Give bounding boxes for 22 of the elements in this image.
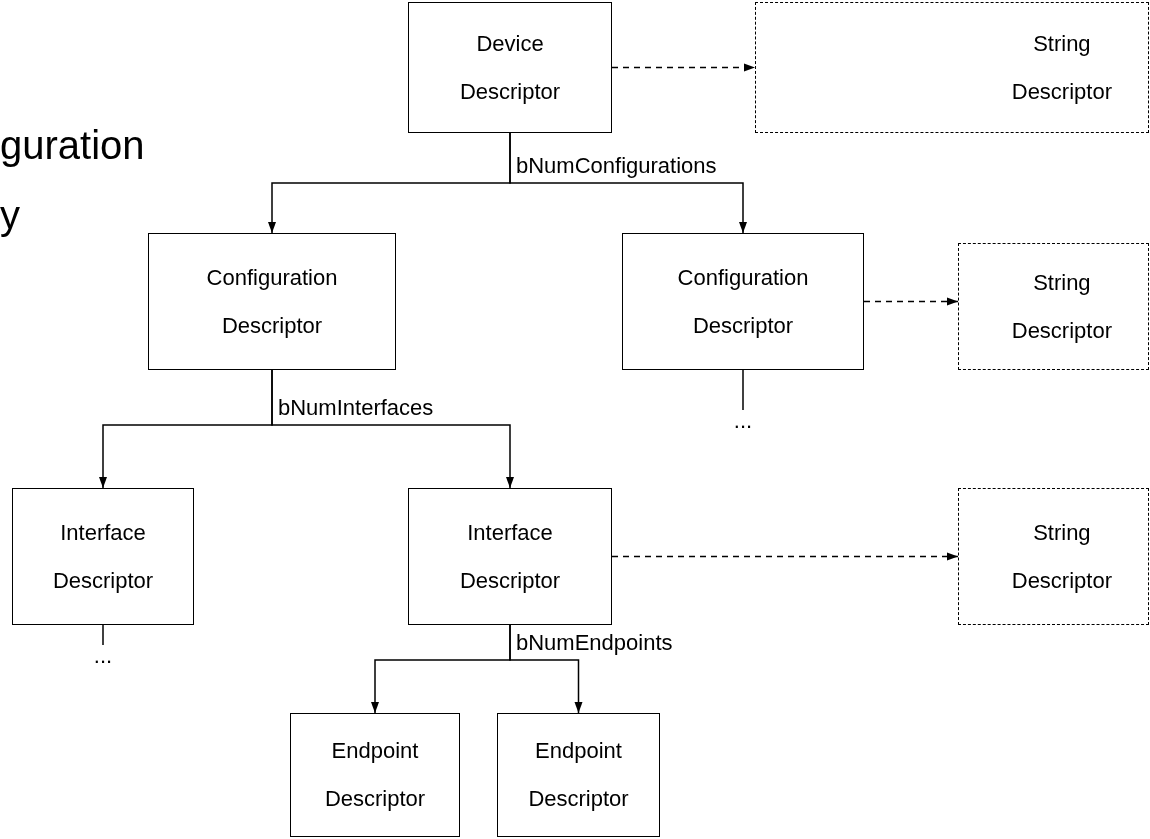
- descriptor-box: Interface Descriptor: [408, 488, 612, 625]
- dashed-descriptor-box: String Descriptor: [958, 488, 1149, 625]
- arrow: [271, 369, 514, 489]
- dashed-descriptor-box: String Descriptor: [958, 243, 1149, 370]
- descriptor-box: Configuration Descriptor: [148, 233, 396, 370]
- descriptor-box: Device Descriptor: [408, 2, 612, 133]
- heading-fragment: y: [0, 192, 20, 238]
- arrow: [509, 624, 583, 714]
- descriptor-box: Endpoint Descriptor: [290, 713, 460, 837]
- dashed-descriptor-box: String Descriptor: [755, 2, 1149, 133]
- heading-fragment: guration: [0, 122, 145, 168]
- arrow: [509, 132, 747, 234]
- dashed-arrow: [863, 297, 959, 306]
- ellipsis: ...: [733, 410, 753, 432]
- dashed-arrow: [611, 552, 959, 561]
- connector-line: [102, 624, 104, 646]
- ellipsis: ...: [93, 645, 113, 667]
- descriptor-box: Endpoint Descriptor: [497, 713, 660, 837]
- dashed-arrow: [611, 63, 756, 72]
- descriptor-box: Configuration Descriptor: [622, 233, 864, 370]
- descriptor-box: Interface Descriptor: [12, 488, 194, 625]
- connector-line: [742, 369, 744, 411]
